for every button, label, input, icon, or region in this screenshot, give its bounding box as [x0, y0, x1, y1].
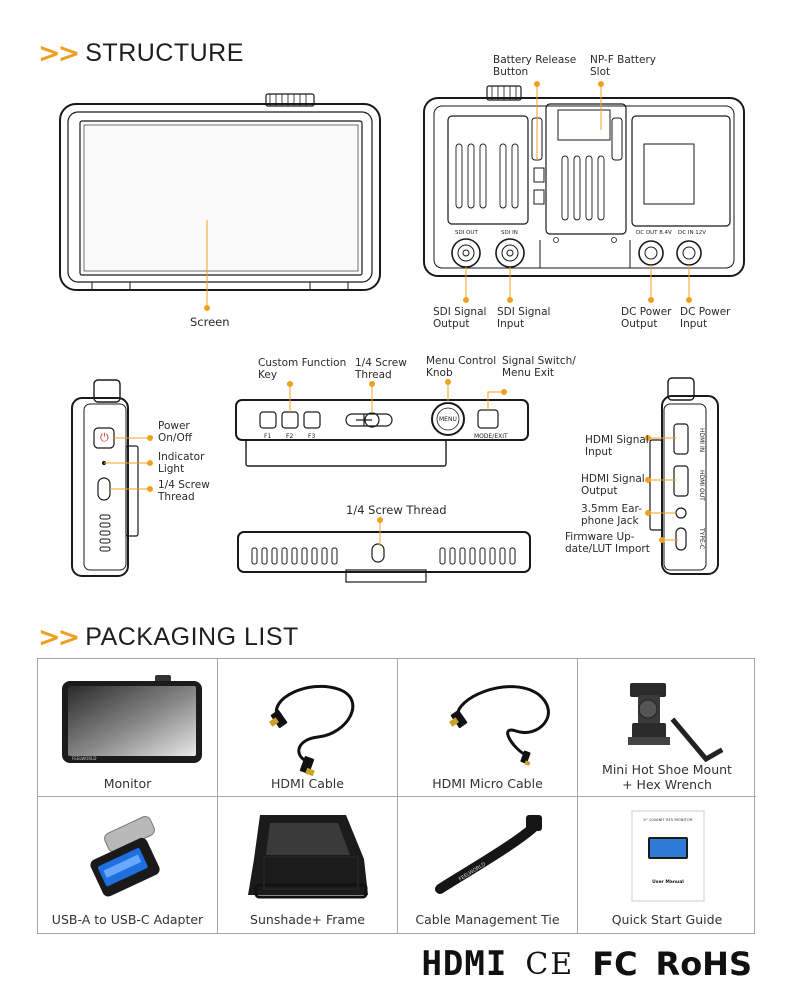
caption-sunshade: Sunshade+ Frame	[250, 912, 365, 927]
front-screen	[79, 120, 363, 276]
label-signal-switch: Signal Switch/Menu Exit	[502, 355, 576, 379]
hdmi-cable-image	[269, 684, 355, 777]
print-dc-out: DC OUT 8.4V	[636, 230, 672, 236]
packaging-grid: FEELWORLD Monitor HDMI Cable HDMI Micro …	[37, 658, 756, 934]
ce-logo: CE	[525, 946, 575, 982]
caption-hot-shoe: Mini Hot Shoe Mount+ Hex Wrench	[602, 762, 732, 792]
caption-usb-adapter: USB-A to USB-C Adapter	[51, 912, 204, 927]
caption-cable-tie: Cable Management Tie	[415, 912, 560, 927]
structure-heading: >> STRUCTURE	[38, 38, 244, 69]
package-item-hdmi-cable: HDMI Cable	[218, 659, 398, 797]
print-type-c: TYPE-C	[698, 527, 705, 549]
package-item-usb-adapter: USB-A to USB-C Adapter	[38, 797, 218, 933]
print-hdmi-in: HDMI IN	[698, 428, 705, 452]
print-dc-in: DC IN 12V	[678, 230, 706, 236]
sunshade-image	[248, 815, 368, 899]
leader-lines	[104, 81, 692, 546]
package-item-monitor: FEELWORLD Monitor	[38, 659, 218, 797]
package-item-sunshade: Sunshade+ Frame	[218, 797, 398, 933]
hdmi-logo: HDMI	[421, 944, 508, 984]
package-item-quick-guide: 5" 1000NIT RF5 MONITOR User Manual Quick…	[578, 797, 756, 933]
front-knob	[265, 93, 315, 107]
certification-logos: HDMI CE FC RoHS	[421, 944, 752, 984]
print-f3: F3	[308, 433, 315, 440]
caption-quick-guide: Quick Start Guide	[611, 912, 723, 927]
print-sdi-out: SDI OUT	[455, 230, 478, 236]
monitor-image: FEELWORLD	[62, 675, 202, 763]
bottom-view	[237, 531, 531, 583]
right-side-view	[649, 377, 719, 575]
packaging-title: PACKAGING LIST	[85, 623, 299, 651]
guide-title: 5" 1000NIT RF5 MONITOR	[643, 817, 692, 822]
package-item-cable-tie: FEELWORLD Cable Management Tie	[398, 797, 578, 933]
usb-adapter-image	[90, 816, 160, 897]
power-icon: ⏻	[100, 431, 109, 444]
chevron-double-icon: >>	[38, 622, 80, 653]
label-earphone: 3.5mm Ear-phone Jack	[581, 503, 642, 527]
label-screen: Screen	[190, 315, 230, 329]
print-sdi-in: SDI IN	[501, 230, 518, 236]
front-outer-frame	[59, 103, 381, 291]
left-side-view	[71, 379, 139, 577]
fc-logo: FC	[592, 945, 638, 983]
rohs-logo: RoHS	[655, 945, 752, 983]
front-view	[59, 93, 381, 291]
cable-tie-image: FEELWORLD	[435, 815, 542, 894]
package-item-hot-shoe: Mini Hot Shoe Mount+ Hex Wrench	[578, 659, 756, 797]
caption-hdmi-cable: HDMI Cable	[271, 776, 344, 791]
print-f2: F2	[286, 433, 293, 440]
chevron-double-icon: >>	[38, 38, 80, 69]
caption-hdmi-micro-cable: HDMI Micro Cable	[432, 776, 543, 791]
print-menu: MENU	[439, 416, 457, 423]
package-item-hdmi-micro-cable: HDMI Micro Cable	[398, 659, 578, 797]
print-f1: F1	[264, 433, 271, 440]
label-screw-bottom: 1/4 Screw Thread	[346, 503, 447, 517]
back-view	[423, 85, 745, 277]
print-hdmi-out: HDMI OUT	[698, 470, 705, 501]
caption-monitor: Monitor	[103, 776, 152, 791]
guide-label: User Manual	[652, 879, 684, 885]
monitor-brand: FEELWORLD	[72, 756, 96, 761]
structure-title: STRUCTURE	[85, 39, 244, 67]
label-firmware: Firmware Up-date/LUT Import	[565, 531, 650, 555]
quick-guide-image: 5" 1000NIT RF5 MONITOR User Manual	[631, 810, 705, 902]
print-mode-exit: MODE/EXIT	[474, 433, 508, 440]
packaging-heading: >> PACKAGING LIST	[38, 622, 299, 653]
hdmi-micro-cable-image	[449, 685, 550, 766]
hot-shoe-image	[628, 683, 724, 763]
